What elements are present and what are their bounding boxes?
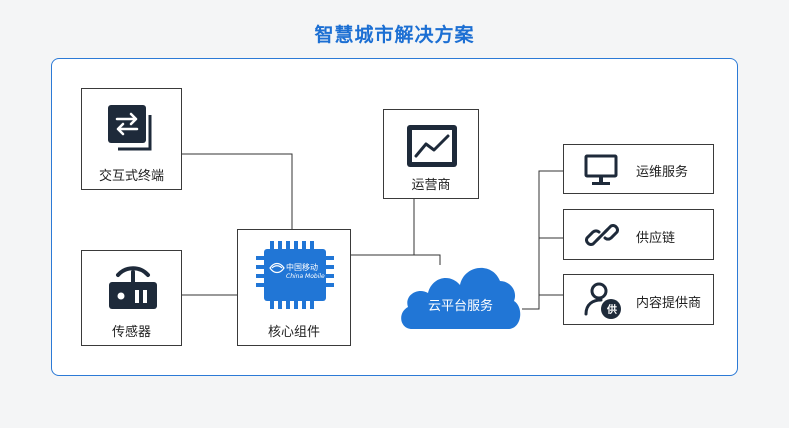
node-ops: 运维服务 — [563, 144, 714, 194]
node-supply-label: 供应链 — [636, 231, 676, 246]
line-terminal-core — [181, 153, 293, 229]
chip-logo-subtext: China Mobile — [286, 273, 325, 280]
node-sensor-label: 传感器 — [111, 325, 151, 340]
monitor-icon — [584, 154, 618, 185]
chip-logo-text: 中国移动 — [286, 263, 318, 272]
diagram-title: 智慧城市解决方案 — [314, 24, 475, 46]
link-icon — [585, 224, 619, 246]
cloud-icon — [401, 267, 521, 329]
sensor-device-icon — [109, 266, 157, 309]
line-chart-monitor-icon — [407, 125, 457, 167]
node-supply: 供应链 — [563, 209, 714, 260]
node-core-label: 核心组件 — [267, 325, 320, 340]
node-operator: 运营商 — [383, 109, 479, 199]
swap-arrows-icon — [108, 105, 152, 151]
user-badge-icon — [584, 282, 621, 319]
node-terminal-label: 交互式终端 — [98, 169, 164, 184]
node-terminal: 交互式终端 — [81, 88, 182, 190]
node-ops-label: 运维服务 — [636, 165, 689, 180]
node-content-label: 内容提供商 — [636, 296, 702, 311]
cloud-label: 云平台服务 — [427, 299, 493, 314]
user-badge-text: 供 — [607, 305, 617, 316]
line-core-cloud — [350, 254, 441, 265]
chip-icon — [256, 241, 334, 309]
node-operator-label: 运营商 — [411, 178, 451, 193]
node-sensor: 传感器 — [81, 250, 182, 346]
line-cloud-services — [522, 170, 563, 310]
node-core: 中国移动 China Mobile 核心组件 — [237, 229, 351, 346]
node-content: 供 内容提供商 — [563, 274, 714, 325]
